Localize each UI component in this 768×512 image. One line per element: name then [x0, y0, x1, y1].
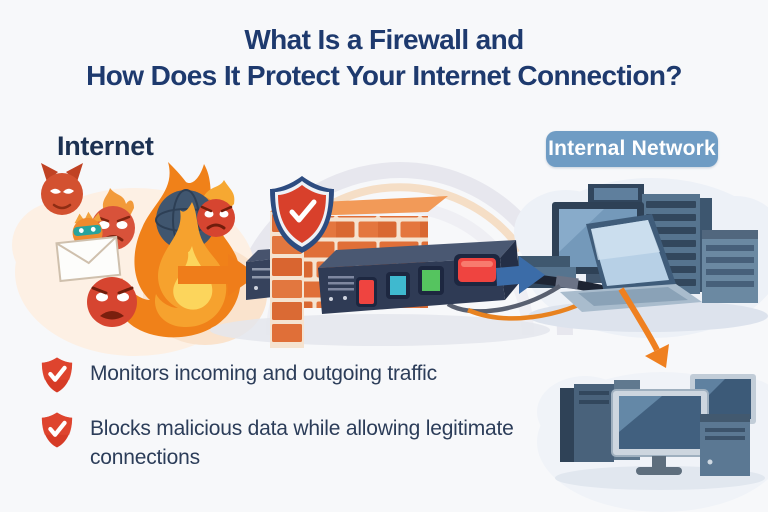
bullet-item-blocks: Blocks malicious data while allowing leg… [40, 411, 600, 472]
page-title: What Is a Firewall and How Does It Prote… [0, 22, 768, 94]
shield-check-icon [41, 357, 73, 393]
laptop-icon [560, 214, 702, 312]
router-red-button [356, 277, 377, 307]
angry-face-icon [197, 180, 235, 237]
server-rack-icon [702, 230, 758, 303]
angry-face-icon [87, 277, 137, 327]
firewall-shield-icon [270, 176, 334, 253]
title-line-1: What Is a Firewall and [244, 24, 524, 55]
internal-traffic-arrow-icon [618, 287, 669, 368]
tower-pc-icon [700, 414, 750, 476]
monitor-icon [611, 389, 709, 475]
internet-threats-illustration [12, 162, 267, 356]
network-switch [588, 184, 644, 204]
threat-arrow-right-icon [178, 254, 258, 296]
bullet-text: Monitors incoming and outgoing traffic [90, 362, 437, 385]
router-blue-button [386, 272, 410, 299]
router-power-switch [454, 254, 500, 286]
internet-label: Internet [57, 131, 154, 161]
firewall-illustration [210, 176, 605, 348]
shield-check-icon [41, 412, 73, 448]
bullet-item-monitors: Monitors incoming and outgoing traffic [40, 356, 600, 394]
bullet-text: Blocks malicious data while allowing leg… [90, 417, 514, 469]
router-green-button [418, 266, 444, 295]
router-device [318, 240, 520, 314]
gray-cable [446, 284, 562, 314]
bullet-list: Monitors incoming and outgoing traffic B… [40, 356, 600, 489]
cable-plug [555, 275, 579, 290]
angry-face-icon [91, 188, 135, 250]
internal-network-badge: Internal Network [546, 131, 718, 167]
allowed-traffic-arrow-icon [496, 256, 545, 294]
title-line-2: How Does It Protect Your Internet Connec… [86, 60, 682, 91]
devil-icon [41, 163, 83, 215]
phishing-email-icon [55, 211, 122, 283]
protected-computers-cloud [537, 372, 768, 512]
